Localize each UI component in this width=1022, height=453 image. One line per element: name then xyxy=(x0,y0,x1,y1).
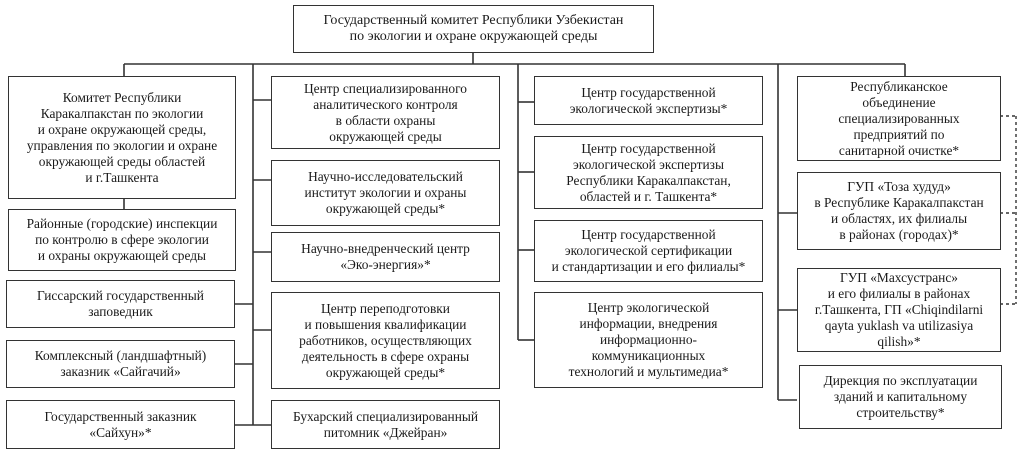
col2-dzheyran-nursery: Бухарский специализированный питомник «Д… xyxy=(271,400,500,449)
col4-maxsustrans: ГУП «Махсустранс» и его филиалы в района… xyxy=(797,268,1001,352)
col1-karakalpakstan-committee: Комитет Республики Каракалпакстан по эко… xyxy=(8,76,236,199)
col1-district-inspections: Районные (городские) инспекции по контро… xyxy=(8,209,236,271)
col3-certification-center: Центр государственной экологической серт… xyxy=(534,220,763,282)
col3-regional-expertise-centers: Центр государственной экологической эксп… xyxy=(534,136,763,209)
col3-information-center: Центр экологической информации, внедрени… xyxy=(534,292,763,388)
col3-expertise-center: Центр государственной экологической эксп… xyxy=(534,76,763,125)
col1-saykhun-reserve: Государственный заказник «Сайхун»* xyxy=(6,400,235,449)
root-committee-box: Государственный комитет Республики Узбек… xyxy=(293,5,654,53)
col4-buildings-directorate: Дирекция по эксплуатации зданий и капита… xyxy=(799,365,1002,429)
col4-sanitation-association: Республиканское объединение специализиро… xyxy=(797,76,1001,161)
col1-gissar-reserve: Гиссарский государственный заповедник xyxy=(6,280,235,328)
col2-eco-energy-center: Научно-внедренческий центр «Эко-энергия»… xyxy=(271,232,500,282)
col2-research-institute: Научно-исследовательский институт эколог… xyxy=(271,160,500,226)
col2-analytical-control-center: Центр специализированного аналитического… xyxy=(271,76,500,149)
col1-saigachiy-reserve: Комплексный (ландшафтный) заказник «Сайг… xyxy=(6,340,235,388)
col4-toza-hudud: ГУП «Тоза худуд» в Республике Каракалпак… xyxy=(797,172,1001,250)
col2-retraining-center: Центр переподготовки и повышения квалифи… xyxy=(271,292,500,389)
